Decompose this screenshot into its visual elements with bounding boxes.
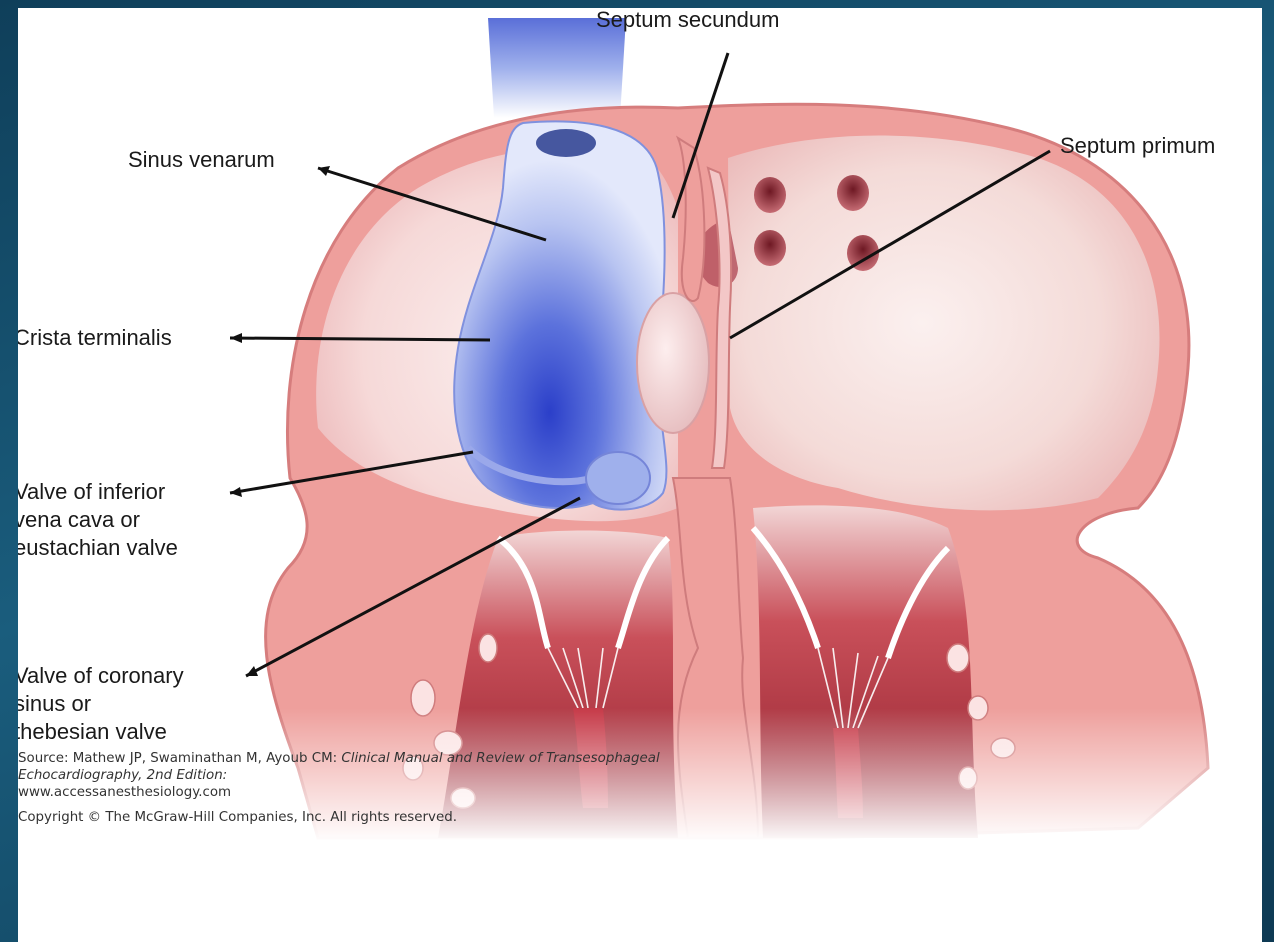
label-valve-cs-line: Valve of coronary (18, 662, 184, 690)
leader-crista-terminalis (230, 338, 490, 340)
pulmonary-vein-orifice (837, 175, 869, 211)
pulmonary-vein-orifice (754, 177, 786, 213)
figure-caption: Source: Mathew JP, Swaminathan M, Ayoub … (18, 750, 718, 826)
label-crista-terminalis: Crista terminalis (18, 324, 172, 352)
label-valve-ivc-line: Valve of inferior (18, 478, 178, 506)
label-sinus-venarum: Sinus venarum (128, 146, 275, 174)
caption-source-prefix: Source: Mathew JP, Swaminathan M, Ayoub … (18, 751, 341, 766)
label-valve-cs: Valve of coronary sinus or thebesian val… (18, 662, 184, 746)
label-septum-primum: Septum primum (1060, 132, 1215, 160)
label-valve-cs-line: thebesian valve (18, 718, 184, 746)
label-valve-ivc-line: eustachian valve (18, 534, 178, 562)
label-valve-cs-line: sinus or (18, 690, 184, 718)
label-valve-ivc: Valve of inferior vena cava or eustachia… (18, 478, 178, 562)
figure-frame: Septum secundum Septum primum Sinus vena… (18, 8, 1262, 942)
caption-url[interactable]: www.accessanesthesiology.com (18, 785, 231, 800)
foramen-ovale-bulge (637, 293, 709, 433)
label-valve-ivc-line: vena cava or (18, 506, 178, 534)
label-septum-secundum: Septum secundum (596, 8, 779, 34)
left-atrium-chamber (728, 136, 1160, 511)
pulmonary-vein-orifice (754, 230, 786, 266)
caption-copyright: Copyright © The McGraw-Hill Companies, I… (18, 809, 718, 826)
